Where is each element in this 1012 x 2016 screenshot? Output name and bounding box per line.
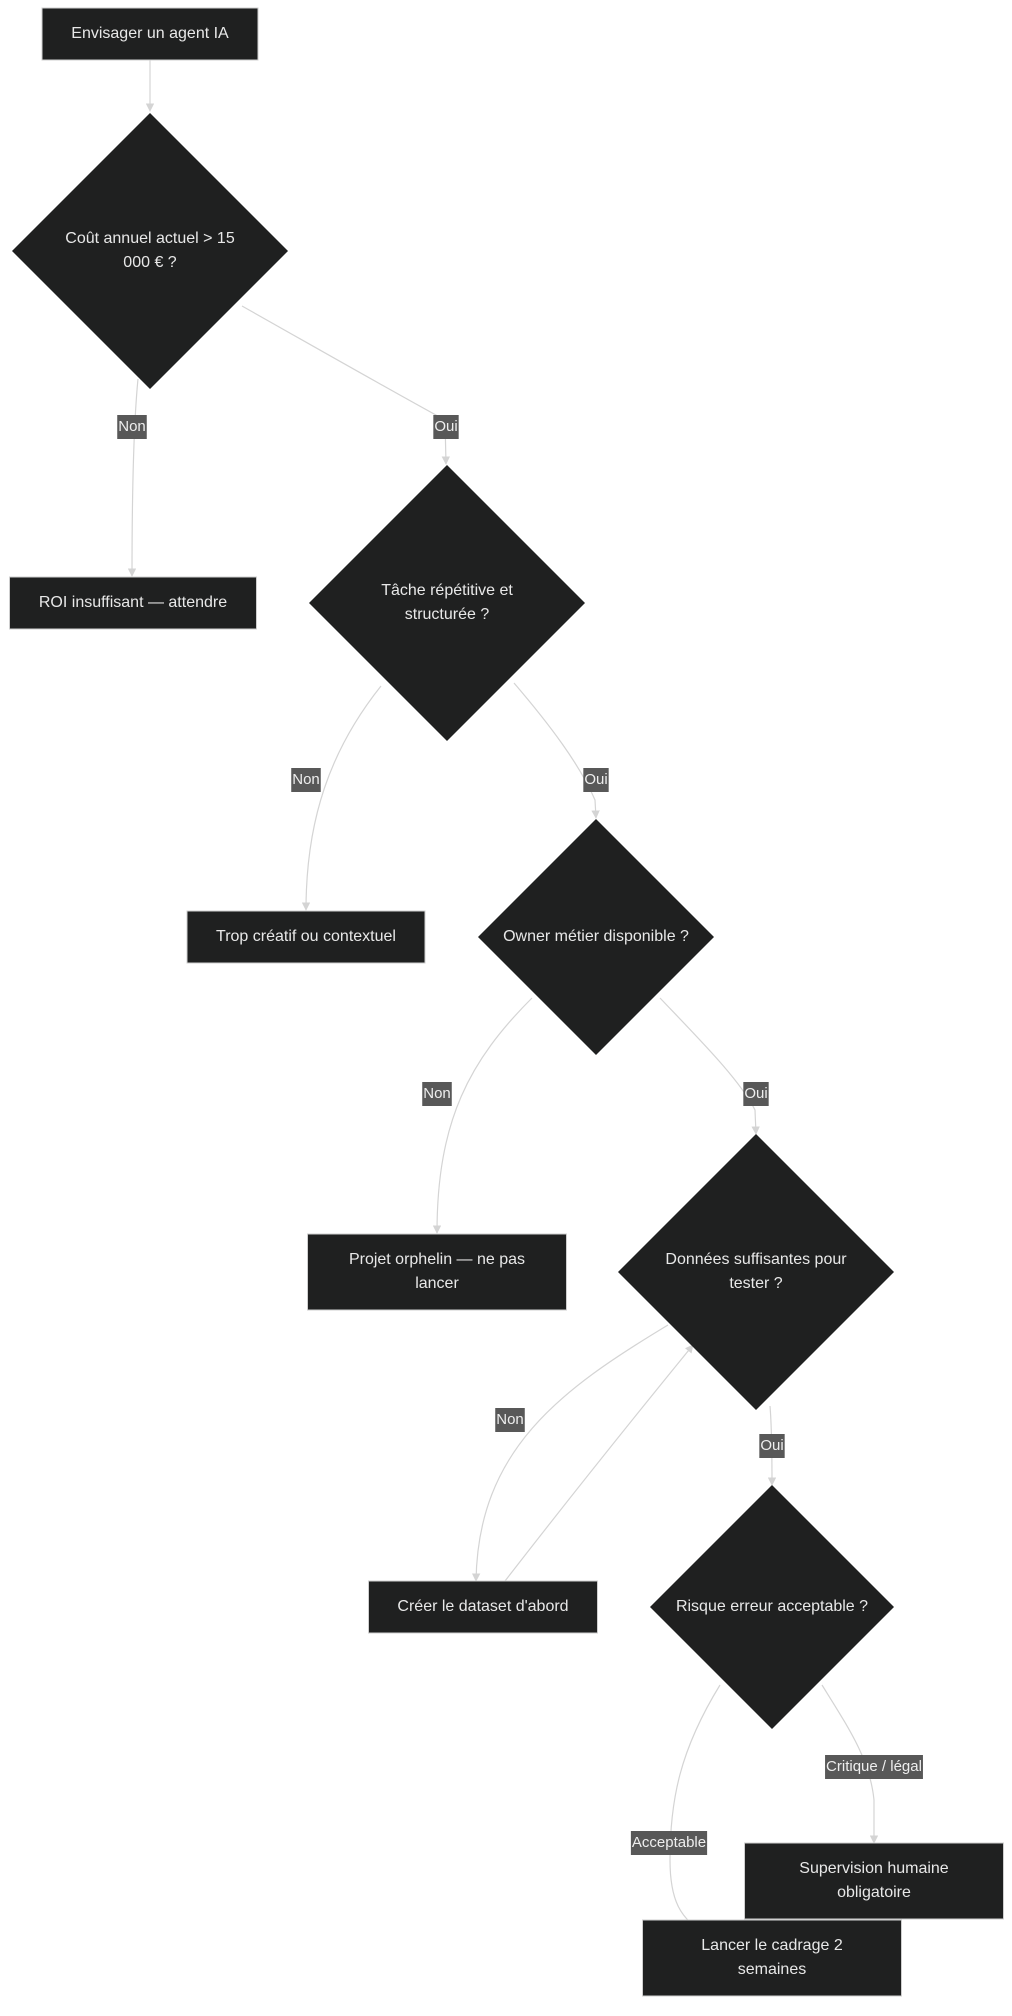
edge-label-background bbox=[630, 1831, 708, 1855]
node-label: Données suffisantes pour bbox=[665, 1251, 847, 1268]
edge-label-background bbox=[825, 1755, 923, 1779]
edge-label-background bbox=[291, 768, 321, 792]
edge-label-background bbox=[422, 1082, 452, 1106]
edge-cout-to-tache bbox=[241, 305, 451, 465]
node-label: Owner métier disponible ? bbox=[503, 928, 689, 945]
edge-label-oui: Oui bbox=[759, 1434, 785, 1458]
node-label: Tâche répétitive et bbox=[381, 582, 513, 599]
node-owner: Owner métier disponible ? bbox=[478, 819, 714, 1055]
edge-label-oui: Oui bbox=[743, 1082, 769, 1106]
edge-label-background bbox=[495, 1408, 525, 1432]
edge-label-background bbox=[117, 415, 147, 439]
edge-label-text: Oui bbox=[744, 1085, 767, 1102]
edge-label-text: Oui bbox=[434, 418, 457, 435]
edge-label-non: Non bbox=[291, 768, 321, 792]
node-risque: Risque erreur acceptable ? bbox=[650, 1485, 894, 1729]
node-label: semaines bbox=[738, 1961, 806, 1978]
edge-tache-to-owner bbox=[513, 682, 600, 819]
node-label: obligatoire bbox=[837, 1884, 911, 1901]
edge-owner-to-orphelin bbox=[432, 997, 533, 1234]
edge-label-critique-l-gal: Critique / légal bbox=[825, 1755, 923, 1779]
edge-label-non: Non bbox=[117, 415, 147, 439]
edge-donnees-to-dataset bbox=[471, 1324, 669, 1582]
node-label: ROI insuffisant — attendre bbox=[39, 594, 227, 611]
edge-label-text: Acceptable bbox=[632, 1834, 706, 1851]
edge-label-background bbox=[743, 1082, 769, 1106]
node-label: Envisager un agent IA bbox=[71, 25, 229, 42]
node-label: Lancer le cadrage 2 bbox=[701, 1937, 843, 1954]
edge-cout-to-roi bbox=[127, 378, 139, 577]
edge-label-non: Non bbox=[495, 1408, 525, 1432]
node-label: lancer bbox=[415, 1275, 459, 1292]
edge-risque-to-supervision bbox=[821, 1684, 879, 1844]
node-dataset: Créer le dataset d'abord bbox=[368, 1580, 598, 1634]
edge-label-text: Critique / légal bbox=[826, 1758, 922, 1775]
decision-diamond bbox=[650, 1485, 894, 1729]
node-supervision: Supervision humaine obligatoire bbox=[744, 1842, 1004, 1920]
node-roi: ROI insuffisant — attendre bbox=[9, 576, 257, 630]
node-donnees: Données suffisantes pour tester ? bbox=[618, 1134, 894, 1410]
node-label: tester ? bbox=[729, 1275, 782, 1292]
node-label: 000 € ? bbox=[123, 254, 176, 271]
node-orphelin: Projet orphelin — ne pas lancer bbox=[307, 1233, 567, 1311]
edge-label-oui: Oui bbox=[433, 415, 459, 439]
process-box bbox=[186, 910, 426, 964]
node-tache: Tâche répétitive et structurée ? bbox=[309, 465, 585, 741]
node-start: Envisager un agent IA bbox=[41, 7, 259, 61]
edge-label-text: Non bbox=[423, 1085, 451, 1102]
edge-owner-to-donnees bbox=[659, 997, 760, 1135]
edge-label-oui: Oui bbox=[583, 768, 609, 792]
node-creatif: Trop créatif ou contextuel bbox=[186, 910, 426, 964]
process-box bbox=[744, 1842, 1004, 1920]
node-label: Créer le dataset d'abord bbox=[397, 1598, 568, 1615]
process-box bbox=[307, 1233, 567, 1311]
node-label: Projet orphelin — ne pas bbox=[349, 1251, 525, 1268]
process-box bbox=[41, 7, 259, 61]
edge-label-background bbox=[433, 415, 459, 439]
edge-label-text: Oui bbox=[760, 1437, 783, 1454]
edge-label-non: Non bbox=[422, 1082, 452, 1106]
process-box bbox=[9, 576, 257, 630]
decision-diamond bbox=[618, 1134, 894, 1410]
node-label: Trop créatif ou contextuel bbox=[216, 928, 396, 945]
node-label: Supervision humaine bbox=[799, 1860, 949, 1877]
process-box bbox=[368, 1580, 598, 1634]
edge-label-text: Non bbox=[292, 771, 320, 788]
nodes: Envisager un agent IA Coût annuel actuel … bbox=[9, 7, 1004, 1997]
edge-label-background bbox=[583, 768, 609, 792]
edge-label-acceptable: Acceptable bbox=[630, 1831, 708, 1855]
decision-diamond bbox=[309, 465, 585, 741]
decision-diamond bbox=[12, 113, 288, 389]
edge-dataset-to-donnees bbox=[504, 1344, 694, 1582]
process-box bbox=[642, 1919, 902, 1997]
node-label: structurée ? bbox=[405, 606, 490, 623]
node-cout: Coût annuel actuel > 15 000 € ? bbox=[12, 113, 288, 389]
edge-label-text: Non bbox=[118, 418, 146, 435]
node-label: Coût annuel actuel > 15 bbox=[65, 230, 235, 247]
edge-label-text: Non bbox=[496, 1411, 524, 1428]
edge-label-text: Oui bbox=[584, 771, 607, 788]
edge-tache-to-creatif bbox=[301, 685, 382, 911]
edge-label-background bbox=[759, 1434, 785, 1458]
decision-diamond bbox=[478, 819, 714, 1055]
node-label: Risque erreur acceptable ? bbox=[676, 1598, 868, 1615]
node-lancer: Lancer le cadrage 2 semaines bbox=[642, 1919, 902, 1997]
edge-risque-to-lancer bbox=[669, 1684, 721, 1936]
